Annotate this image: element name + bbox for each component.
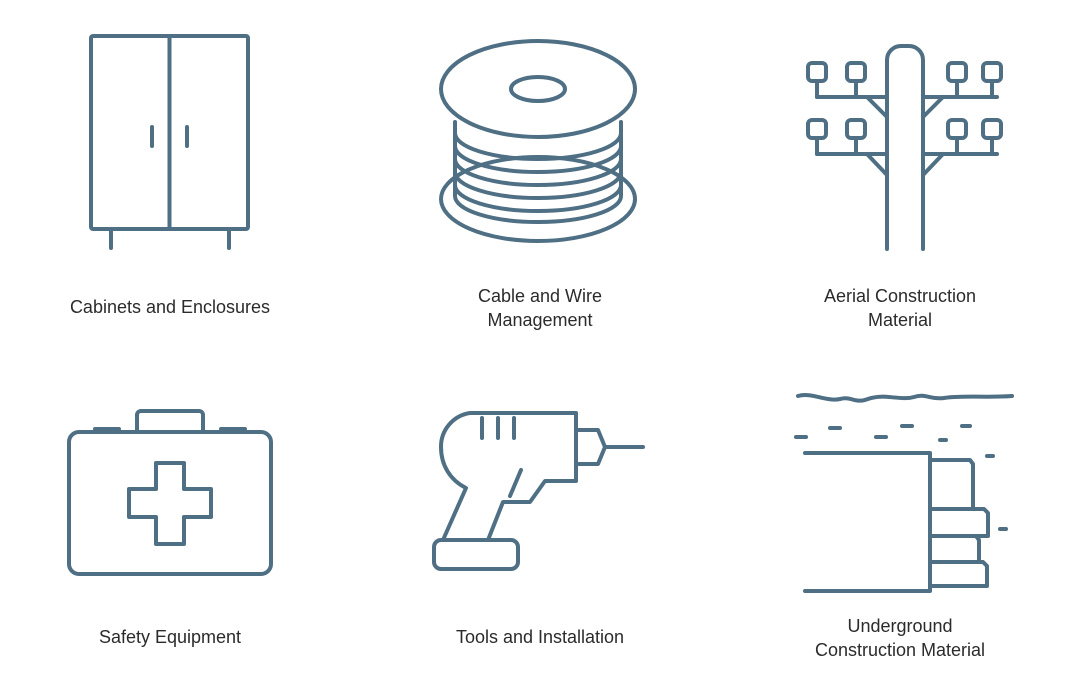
category-label: Tools and Installation <box>455 627 625 647</box>
cable-reel-icon <box>439 39 637 243</box>
category-safety-equipment[interactable]: Safety Equipment <box>0 350 340 680</box>
category-cable-and-wire-management[interactable]: Cable and Wire Management <box>370 0 710 340</box>
category-label: Aerial Construction Material <box>823 286 977 330</box>
category-label: Underground Construction Material <box>814 616 986 660</box>
category-label: Cabinets and Enclosures <box>69 297 271 317</box>
underground-trench-icon <box>794 393 1014 593</box>
cabinet-icon <box>89 34 250 250</box>
category-aerial-construction-material[interactable]: Aerial Construction Material <box>730 0 1070 340</box>
category-underground-construction-material[interactable]: Underground Construction Material <box>730 350 1070 680</box>
first-aid-kit-icon <box>67 409 273 576</box>
category-tools-and-installation[interactable]: Tools and Installation <box>370 350 710 680</box>
category-label: Safety Equipment <box>98 627 242 647</box>
category-cabinets-and-enclosures[interactable]: Cabinets and Enclosures <box>0 0 340 340</box>
category-label: Cable and Wire Management <box>477 286 603 330</box>
utility-pole-icon <box>806 44 1003 251</box>
power-drill-icon <box>432 411 645 571</box>
